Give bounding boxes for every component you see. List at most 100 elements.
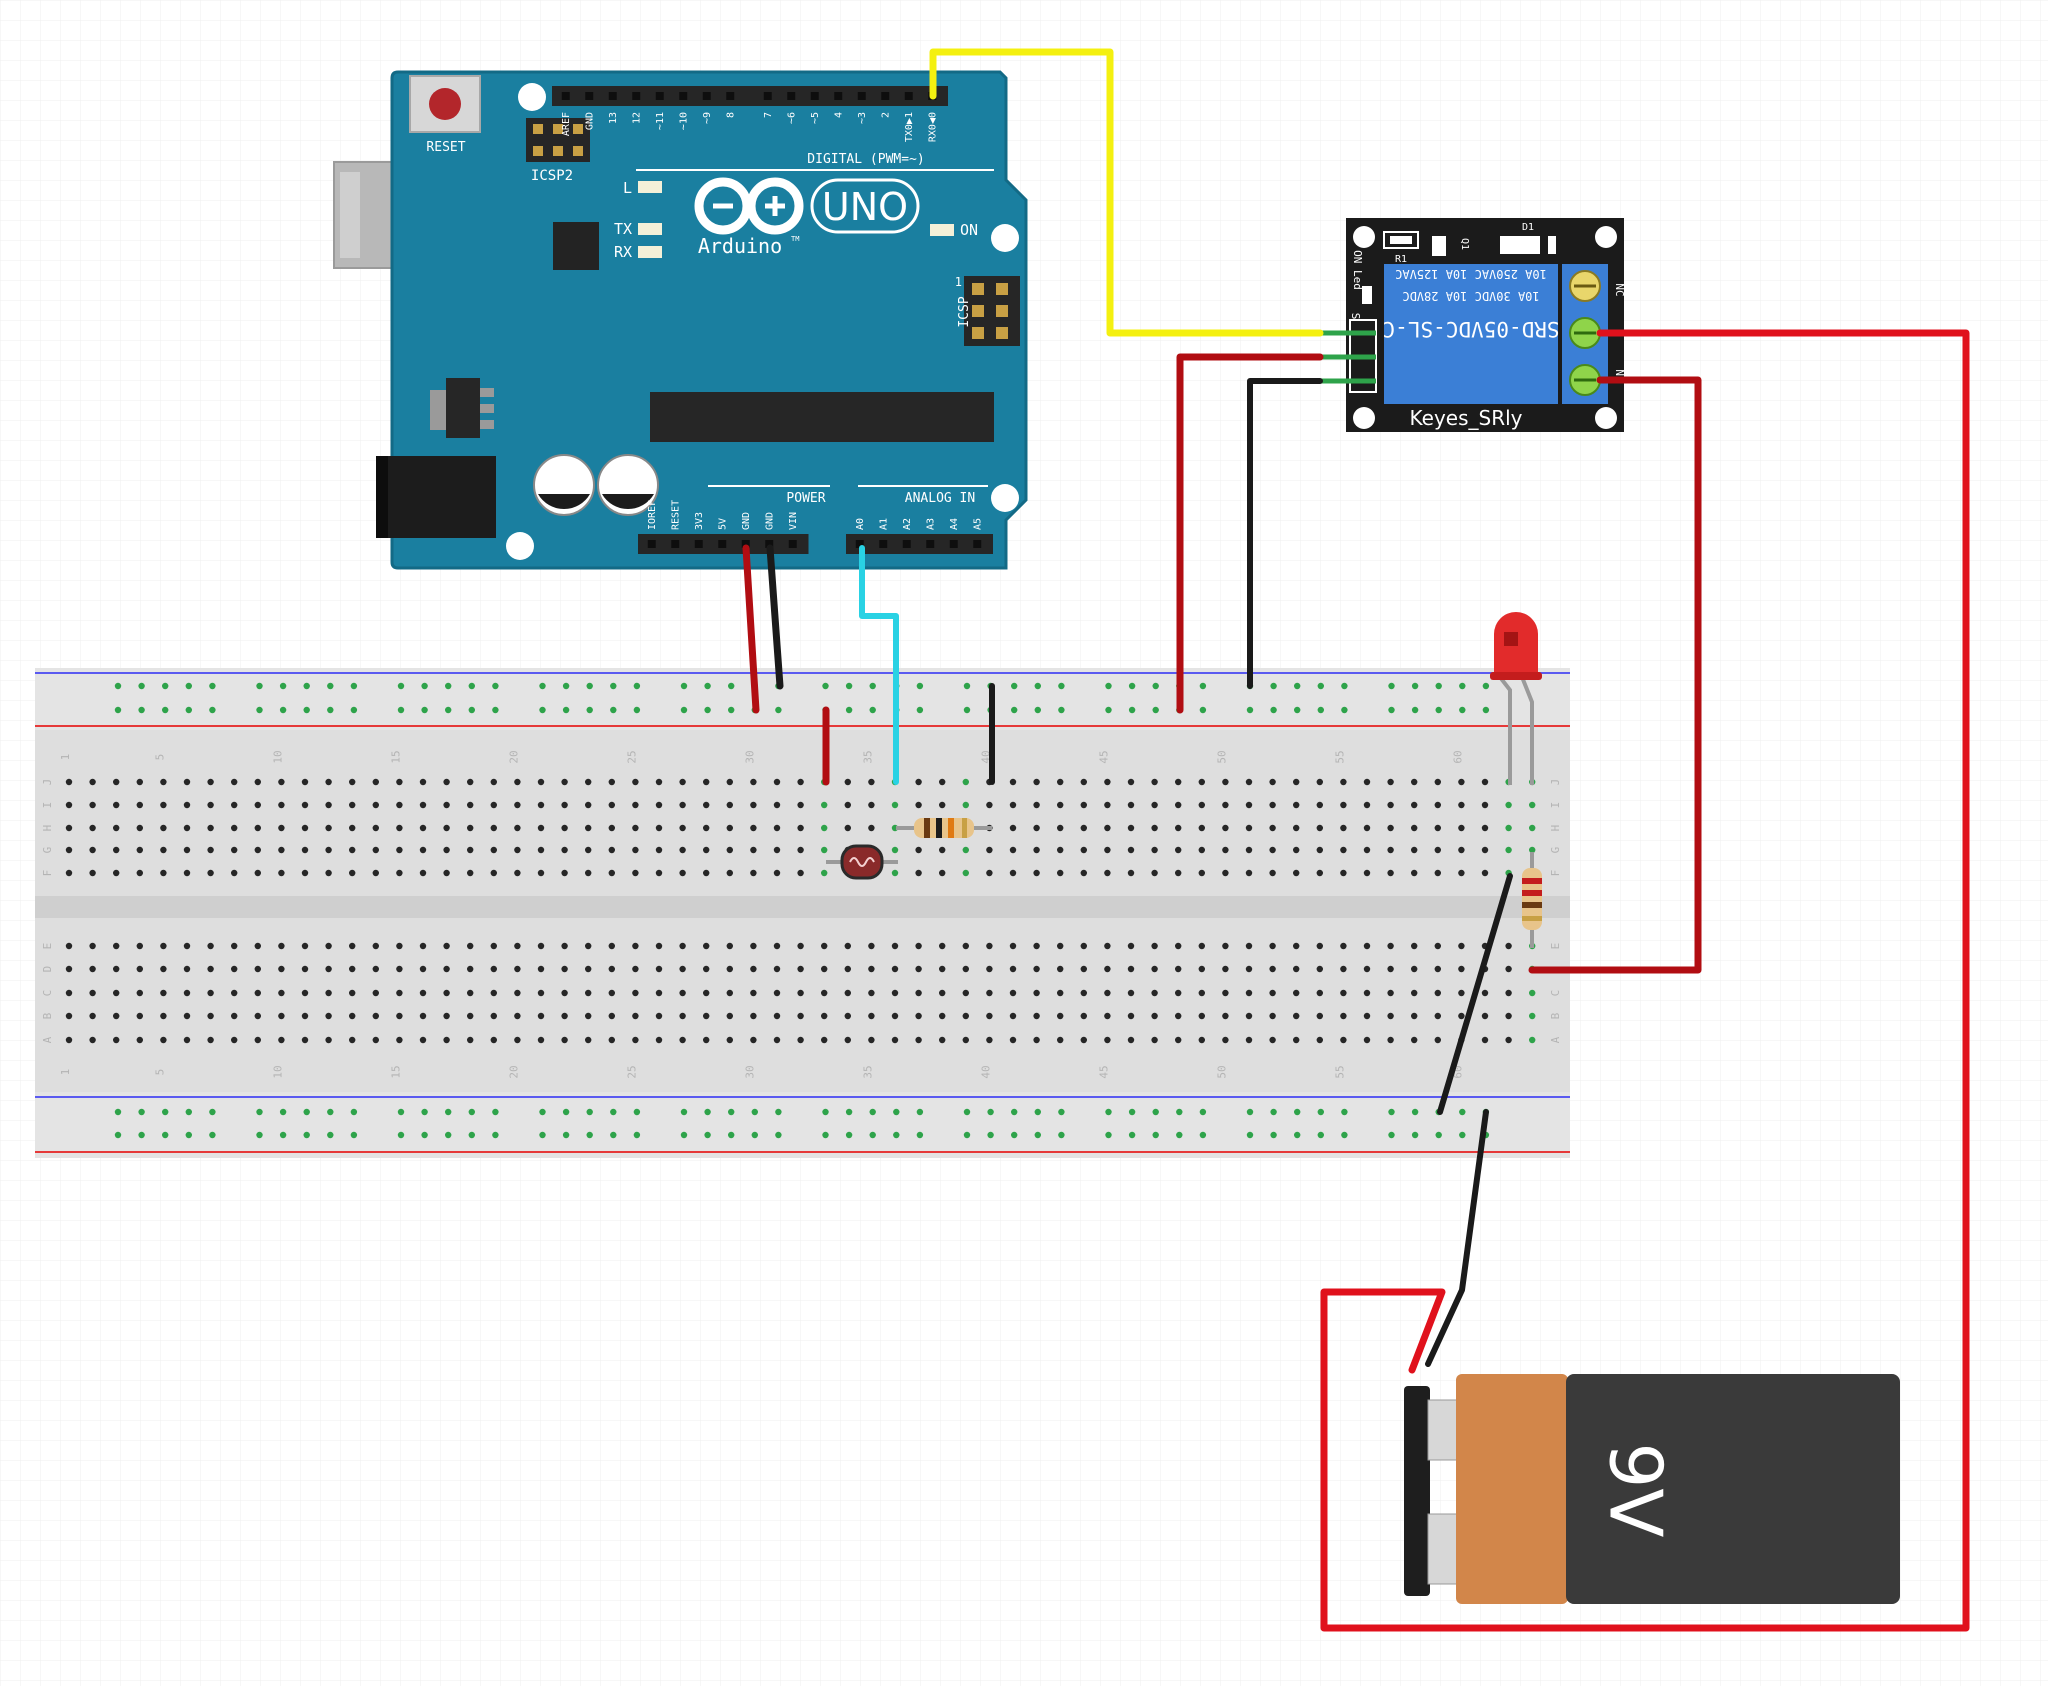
breadboard-hole bbox=[113, 801, 120, 809]
breadboard-hole bbox=[1033, 846, 1040, 854]
breadboard-hole bbox=[1411, 1012, 1418, 1020]
breadboard-hole bbox=[65, 824, 73, 832]
breadboard-hole bbox=[632, 965, 639, 973]
rail-hole bbox=[610, 706, 617, 714]
rail-hole bbox=[327, 706, 334, 714]
breadboard-hole bbox=[915, 965, 922, 973]
breadboard-hole bbox=[1411, 942, 1418, 950]
rail-hole bbox=[185, 706, 192, 714]
breadboard-hole bbox=[490, 942, 497, 950]
rail-hole bbox=[963, 1108, 971, 1116]
row-letter: A bbox=[41, 1036, 54, 1043]
icsp-pin1-label: 1 bbox=[955, 275, 962, 289]
breadboard-hole bbox=[632, 1012, 639, 1020]
rail-hole bbox=[1176, 1131, 1183, 1139]
rail-hole bbox=[468, 682, 475, 690]
breadboard-hole bbox=[1198, 942, 1206, 950]
rail-hole bbox=[1294, 706, 1301, 714]
column-number: 50 bbox=[1215, 750, 1228, 763]
mount-hole bbox=[991, 484, 1019, 512]
breadboard-hole bbox=[1057, 989, 1064, 997]
breadboard-hole bbox=[490, 824, 497, 832]
breadboard-hole bbox=[1316, 989, 1324, 997]
rail-hole bbox=[114, 706, 122, 714]
breadboard-hole bbox=[585, 846, 592, 854]
rail-hole bbox=[1317, 1108, 1325, 1116]
breadboard-hole bbox=[632, 801, 639, 809]
breadboard-hole bbox=[986, 942, 993, 950]
breadboard-hole bbox=[1127, 869, 1135, 877]
breadboard-hole bbox=[65, 846, 73, 854]
row-letter: J bbox=[41, 779, 54, 786]
breadboard-hole bbox=[160, 942, 167, 950]
relay-nc-label: NC bbox=[1613, 283, 1626, 296]
row-letter: C bbox=[41, 990, 54, 997]
breadboard-hole bbox=[1033, 1012, 1040, 1020]
breadboard-hole bbox=[1411, 824, 1418, 832]
breadboard-hole bbox=[89, 989, 96, 997]
relay-mount-hole bbox=[1353, 407, 1375, 429]
rail-hole bbox=[586, 1131, 593, 1139]
rail-hole bbox=[1128, 706, 1136, 714]
breadboard-hole bbox=[1009, 846, 1017, 854]
led-icon bbox=[1490, 612, 1542, 785]
rail-hole bbox=[256, 682, 263, 690]
breadboard-hole bbox=[1481, 989, 1489, 997]
pin-label: ~9 bbox=[702, 112, 713, 124]
breadboard-hole bbox=[419, 846, 427, 854]
breadboard-hole bbox=[467, 801, 474, 809]
resistor-icon bbox=[896, 818, 992, 838]
breadboard-hole bbox=[1104, 989, 1111, 997]
breadboard-hole bbox=[537, 824, 545, 832]
reset-button-cap[interactable] bbox=[429, 88, 461, 120]
breadboard-hole bbox=[1245, 801, 1253, 809]
rail-hole bbox=[562, 1108, 570, 1116]
breadboard-hole bbox=[1363, 1012, 1371, 1020]
pin-header-body bbox=[846, 534, 993, 554]
breadboard-hole bbox=[1434, 778, 1442, 786]
breadboard-hole bbox=[1009, 989, 1017, 997]
column-number: 15 bbox=[389, 750, 402, 763]
breadboard-hole bbox=[278, 778, 285, 786]
rail-hole bbox=[256, 1131, 263, 1139]
breadboard-hole bbox=[1387, 778, 1394, 786]
breadboard-hole bbox=[419, 1012, 427, 1020]
breadboard-hole bbox=[750, 846, 757, 854]
breadboard-hole bbox=[1104, 965, 1111, 973]
breadboard-hole bbox=[1009, 801, 1017, 809]
pin-socket bbox=[679, 92, 688, 100]
rail-hole bbox=[1246, 706, 1254, 714]
pin-socket bbox=[926, 540, 935, 548]
breadboard-hole bbox=[797, 801, 804, 809]
row-letter: E bbox=[1549, 943, 1562, 950]
breadboard-hole bbox=[537, 846, 545, 854]
pin-label: A2 bbox=[902, 518, 913, 530]
breadboard-hole bbox=[1104, 846, 1111, 854]
breadboard-hole bbox=[1481, 1012, 1489, 1020]
column-number: 10 bbox=[271, 750, 284, 763]
breadboard-hole bbox=[1104, 1012, 1111, 1020]
pin-label: 8 bbox=[725, 112, 736, 118]
breadboard-hole bbox=[490, 801, 497, 809]
breadboard-hole bbox=[1293, 1036, 1300, 1044]
breadboard-hole bbox=[1340, 824, 1347, 832]
breadboard-hole bbox=[561, 1036, 568, 1044]
battery-band bbox=[1456, 1374, 1568, 1604]
breadboard-hole bbox=[1340, 1036, 1347, 1044]
rail-hole bbox=[1105, 706, 1112, 714]
rail-hole bbox=[350, 1131, 358, 1139]
breadboard-hole bbox=[443, 778, 450, 786]
rail-hole bbox=[963, 706, 971, 714]
breadboard-hole bbox=[278, 801, 285, 809]
breadboard-hole bbox=[1245, 989, 1253, 997]
wires bbox=[742, 48, 1970, 1632]
breadboard-hole bbox=[1080, 942, 1088, 950]
rail-hole bbox=[1411, 682, 1419, 690]
rail-hole bbox=[1270, 1131, 1277, 1139]
breadboard-hole bbox=[1104, 942, 1111, 950]
breadboard-hole bbox=[1009, 778, 1017, 786]
wire-black-battery-neg bbox=[1425, 1109, 1489, 1367]
breadboard-center-gap bbox=[35, 896, 1570, 918]
column-number: 40 bbox=[979, 1065, 992, 1078]
